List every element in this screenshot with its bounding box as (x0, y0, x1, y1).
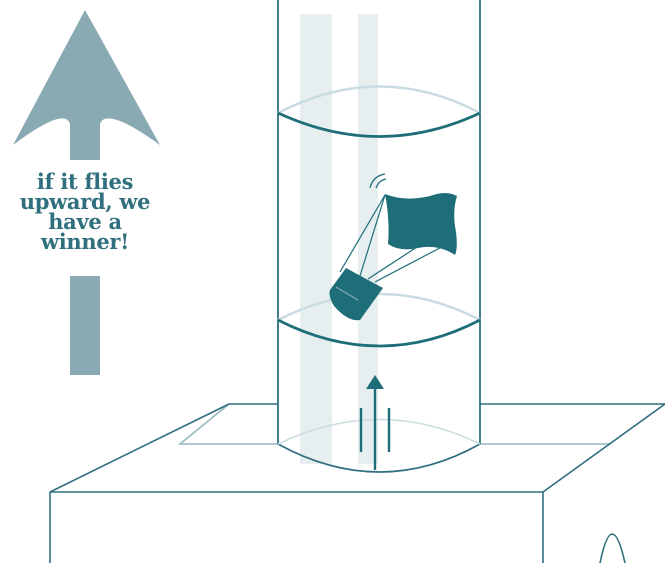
flag-icon (385, 193, 457, 255)
caption-line-3: have a (48, 209, 122, 234)
caption-line-4: winner! (40, 229, 130, 254)
air-up-arrow-icon (359, 375, 391, 470)
big-up-arrow-icon (13, 10, 160, 375)
box (49, 403, 665, 563)
flag-parachute (329, 173, 457, 321)
caption-line-2: upward, we (19, 189, 151, 214)
caption: if it flies upward, we have a winner! (0, 169, 170, 254)
caption-line-1: if it flies (36, 169, 134, 194)
tube (277, 0, 481, 473)
cup (329, 268, 383, 321)
